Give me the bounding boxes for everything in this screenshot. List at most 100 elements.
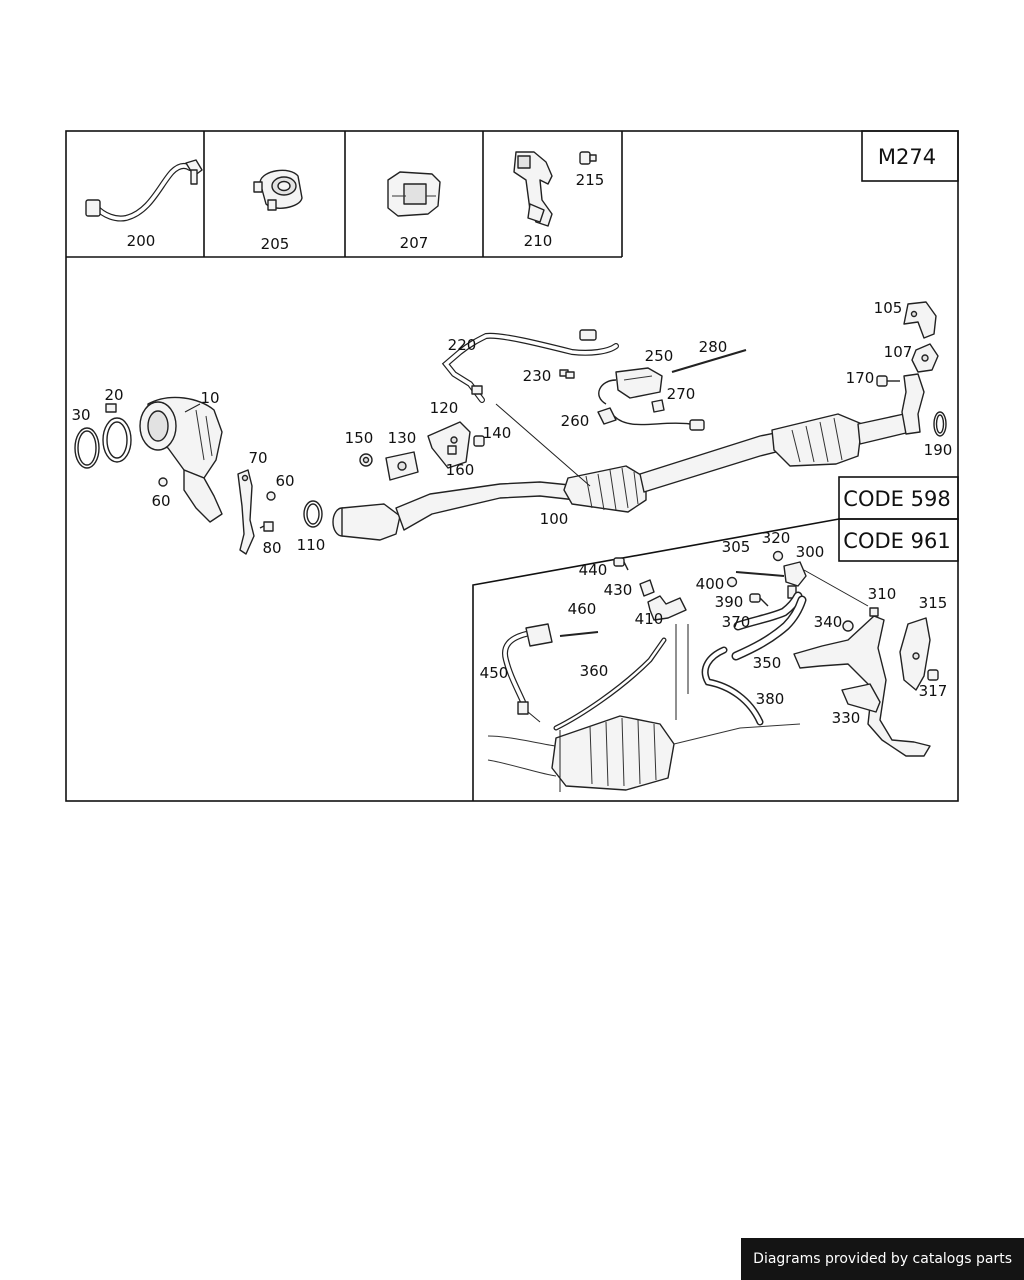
- nut-60-a: 60: [151, 477, 171, 510]
- label-140: 140: [483, 424, 512, 442]
- label-450: 450: [480, 664, 509, 682]
- pipe-370: 370: [722, 591, 803, 631]
- bracket-315: 315: [899, 594, 948, 691]
- connector-305: 305: [722, 538, 785, 577]
- label-100: 100: [540, 510, 569, 528]
- label-360: 360: [580, 662, 609, 680]
- label-160: 160: [446, 461, 475, 479]
- line-360: 360: [553, 624, 689, 731]
- nut-340: 340: [814, 613, 854, 632]
- label-330: 330: [832, 709, 861, 727]
- label-130: 130: [388, 429, 417, 447]
- label-230: 230: [523, 367, 552, 385]
- clip-430: 430: [604, 579, 655, 599]
- exhaust-pipe-100: 100: [332, 413, 911, 541]
- sealing-ring-190: 190: [924, 411, 953, 459]
- label-300: 300: [796, 543, 825, 561]
- option-code-598: CODE 598: [843, 487, 950, 511]
- label-220: 220: [448, 336, 477, 354]
- label-390: 390: [715, 593, 744, 611]
- label-120: 120: [430, 399, 459, 417]
- label-150: 150: [345, 429, 374, 447]
- washer-400: 400: [696, 575, 738, 593]
- label-340: 340: [814, 613, 843, 631]
- label-107: 107: [884, 343, 913, 361]
- gasket-ring-30: 30: [71, 406, 100, 469]
- label-350: 350: [753, 654, 782, 672]
- label-305: 305: [722, 538, 751, 556]
- label-260: 260: [561, 412, 590, 430]
- bolt-440: 440: [579, 557, 629, 579]
- screw-160: 160: [446, 445, 475, 479]
- label-310: 310: [868, 585, 897, 603]
- label-380: 380: [756, 690, 785, 708]
- nox-sensor-450: 450: [480, 623, 553, 723]
- label-410: 410: [635, 610, 664, 628]
- label-20: 20: [104, 386, 123, 404]
- attribution-footer: Diagrams provided by catalogs parts: [741, 1238, 1024, 1280]
- label-190: 190: [924, 441, 953, 459]
- label-200: 200: [127, 232, 156, 250]
- label-60-b: 60: [275, 472, 294, 490]
- rear-muffler: [487, 715, 801, 792]
- label-30: 30: [71, 406, 90, 424]
- clamp-110: 110: [297, 500, 326, 554]
- label-207: 207: [400, 234, 429, 252]
- label-215: 215: [576, 171, 605, 189]
- label-400: 400: [696, 575, 725, 593]
- nut-320: 320: [762, 529, 791, 562]
- detail-region-outline: [472, 518, 840, 801]
- option-code-boxes: CODE 598 CODE 961: [838, 476, 959, 562]
- heat-shield-120: 120: [427, 399, 471, 469]
- bolt-80: 80: [259, 521, 282, 557]
- label-110: 110: [297, 536, 326, 554]
- label-80: 80: [262, 539, 281, 557]
- attribution-text: Diagrams provided by catalogs parts: [753, 1251, 1012, 1267]
- label-320: 320: [762, 529, 791, 547]
- catalytic-converter-10: 10: [139, 389, 223, 523]
- label-315: 315: [919, 594, 948, 612]
- heat-shield-207: 207: [387, 171, 441, 252]
- option-code-961: CODE 961: [843, 529, 950, 553]
- temperature-sensor-220: 220: [441, 329, 619, 487]
- label-60-a: 60: [151, 492, 170, 510]
- sensor-300: 300: [783, 543, 869, 607]
- nut-60-b: 60: [266, 472, 295, 501]
- label-370: 370: [722, 613, 751, 631]
- label-270: 270: [667, 385, 696, 403]
- label-317: 317: [919, 682, 948, 700]
- bolt-390: 390: [715, 593, 769, 611]
- rubber-mount-107: 107: [884, 343, 939, 373]
- exhaust-bearing-205: 205: [253, 169, 303, 253]
- clip-230: 230: [523, 367, 575, 385]
- engine-code-label: M274: [878, 145, 936, 169]
- bracket-330: 330: [832, 683, 881, 727]
- nut-150: 150: [345, 429, 374, 467]
- line-460: 460: [559, 600, 599, 637]
- pipe-380: 380: [701, 646, 785, 726]
- connector-260: 260: [561, 407, 617, 430]
- control-unit-250: 250: [598, 347, 674, 405]
- bracket-105: 105: [874, 299, 937, 339]
- label-105: 105: [874, 299, 903, 317]
- label-250: 250: [645, 347, 674, 365]
- label-280: 280: [699, 338, 728, 356]
- label-70: 70: [248, 449, 267, 467]
- clamp-20: 20: [102, 386, 132, 463]
- label-460: 460: [568, 600, 597, 618]
- label-170: 170: [846, 369, 875, 387]
- bracket-70: 70: [237, 449, 268, 555]
- bracket-310: 310: [793, 585, 931, 757]
- label-10: 10: [200, 389, 219, 407]
- label-210: 210: [524, 232, 553, 250]
- line-280: 280: [671, 338, 747, 374]
- bolt-317: 317: [919, 669, 948, 700]
- label-205: 205: [261, 235, 290, 253]
- hanger-bracket-170: 170: [846, 369, 925, 435]
- oxygen-sensor-200: 200: [85, 159, 203, 250]
- pressure-sensor-270: 270: [613, 385, 705, 431]
- label-430: 430: [604, 581, 633, 599]
- label-440: 440: [579, 561, 608, 579]
- engine-code-box: M274: [861, 130, 959, 182]
- pipe-350: 350: [731, 595, 807, 672]
